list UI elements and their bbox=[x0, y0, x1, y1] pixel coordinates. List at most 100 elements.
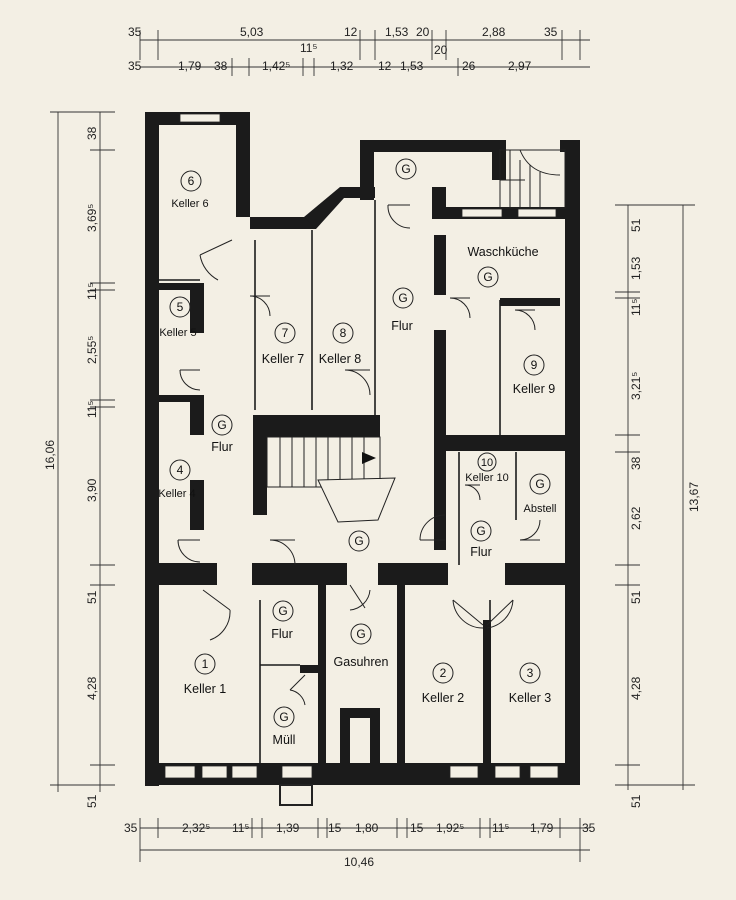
room-label: Keller 7 bbox=[262, 352, 304, 366]
dim-top1-3: 1,53 bbox=[385, 25, 409, 39]
room-stair-hall: G bbox=[348, 530, 370, 552]
room-keller-7: 7 Keller 7 bbox=[262, 322, 304, 366]
room-keller-1: 1 Keller 1 bbox=[184, 653, 226, 696]
dim-bottom-6: 15 bbox=[410, 821, 424, 835]
dim-bottom-total: 10,46 bbox=[344, 855, 374, 869]
marker-g: G bbox=[535, 477, 544, 491]
dim-left-2: 11⁵ bbox=[85, 283, 99, 300]
dim-bottom-5: 1,80 bbox=[355, 821, 379, 835]
room-keller-6: 6 Keller 6 bbox=[171, 170, 209, 210]
dim-top1-0: 35 bbox=[128, 25, 142, 39]
room-number: 3 bbox=[527, 666, 534, 680]
marker-g: G bbox=[401, 162, 410, 176]
dim-left-0: 38 bbox=[85, 126, 99, 140]
dim-top1-6: 35 bbox=[544, 25, 558, 39]
dim-left-3: 2,55⁵ bbox=[85, 336, 99, 364]
room-keller-5: 5 Keller 5 bbox=[159, 296, 197, 339]
dim-right-total: 13,67 bbox=[687, 482, 701, 512]
room-number: 4 bbox=[177, 463, 184, 477]
room-label: Keller 2 bbox=[422, 691, 464, 705]
room-number: 9 bbox=[531, 358, 538, 372]
room-number: 8 bbox=[340, 326, 347, 340]
room-waschkueche: Waschküche G bbox=[467, 245, 539, 288]
dim-right-5: 2,62 bbox=[629, 506, 643, 530]
dim-top1-4: 20 bbox=[416, 25, 430, 39]
dim-top2-7: 1,53 bbox=[400, 59, 424, 73]
room-number: 1 bbox=[202, 657, 209, 671]
room-keller-4: 4 Keller 4 bbox=[158, 459, 196, 500]
dim-top2-3: 1,42⁵ bbox=[262, 59, 290, 73]
room-flur-left: G Flur bbox=[211, 414, 233, 454]
dim-bottom-1: 2,32⁵ bbox=[182, 821, 210, 835]
marker-g: G bbox=[278, 604, 287, 618]
dim-top1-2: 12 bbox=[344, 25, 358, 39]
dim-right-3: 3,21⁵ bbox=[629, 372, 643, 400]
dim-right-8: 51 bbox=[629, 794, 643, 808]
dim-left-6: 51 bbox=[85, 590, 99, 604]
room-keller-3: 3 Keller 3 bbox=[509, 662, 551, 705]
room-keller-2: 2 Keller 2 bbox=[422, 662, 464, 705]
dimension-lines bbox=[50, 30, 695, 862]
room-label: Keller 3 bbox=[509, 691, 551, 705]
room-flur-upper: G Flur bbox=[391, 287, 414, 333]
dim-bottom-8: 11⁵ bbox=[492, 821, 509, 835]
room-keller-8: 8 Keller 8 bbox=[319, 322, 361, 366]
room-label: Müll bbox=[273, 733, 296, 747]
room-number: 2 bbox=[440, 666, 447, 680]
room-label: Keller 8 bbox=[319, 352, 361, 366]
dim-left-8: 51 bbox=[85, 794, 99, 808]
room-abstell: G Abstell bbox=[523, 473, 557, 515]
dim-top2-0: 35 bbox=[128, 59, 142, 73]
staircase-top bbox=[499, 149, 566, 209]
room-number: 6 bbox=[188, 174, 195, 188]
room-flur-right: G Flur bbox=[470, 520, 492, 559]
room-label: Keller 9 bbox=[513, 382, 555, 396]
dim-left-total: 16,06 bbox=[43, 440, 57, 470]
room-label: Abstell bbox=[523, 503, 556, 515]
dim-right-0: 1,53 bbox=[629, 256, 643, 280]
room-label: Keller 10 bbox=[465, 472, 508, 484]
room-label: Flur bbox=[391, 319, 413, 333]
dim-top2-9: 26 bbox=[462, 59, 476, 73]
dim-top2-2: 38 bbox=[214, 59, 228, 73]
windows bbox=[164, 113, 559, 806]
marker-g: G bbox=[217, 418, 226, 432]
room-number: 7 bbox=[282, 326, 289, 340]
room-label: Keller 4 bbox=[158, 488, 195, 500]
dim-right-6: 51 bbox=[629, 590, 643, 604]
dim-top2-6: 12 bbox=[378, 59, 392, 73]
dim-top2-8: 20 bbox=[434, 43, 448, 57]
dim-top1-1: 5,03 bbox=[240, 25, 264, 39]
room-label: Waschküche bbox=[467, 245, 538, 259]
dim-right-7: 4,28 bbox=[629, 676, 643, 700]
dim-bottom-7: 1,92⁵ bbox=[436, 821, 464, 835]
dim-top2-5: 1,32 bbox=[330, 59, 354, 73]
room-flur-lower: G Flur bbox=[271, 600, 294, 641]
dim-right-4: 38 bbox=[629, 456, 643, 470]
room-gasuhren: G Gasuhren bbox=[334, 623, 389, 669]
marker-g: G bbox=[356, 627, 365, 641]
room-label: Gasuhren bbox=[334, 655, 389, 669]
room-label: Flur bbox=[271, 627, 293, 641]
dim-top1-5: 2,88 bbox=[482, 25, 506, 39]
room-muell: G Müll bbox=[273, 706, 296, 747]
room-number: 5 bbox=[177, 300, 184, 314]
dim-top2-1: 1,79 bbox=[178, 59, 202, 73]
dim-left-4: 11⁵ bbox=[85, 401, 99, 418]
marker-g: G bbox=[354, 534, 363, 548]
marker-g: G bbox=[483, 270, 492, 284]
dim-bottom-4: 15 bbox=[328, 821, 342, 835]
interior-walls bbox=[159, 200, 517, 763]
room-label: Flur bbox=[470, 545, 492, 559]
staircase-main bbox=[266, 436, 396, 523]
dim-left-7: 4,28 bbox=[85, 676, 99, 700]
marker-g: G bbox=[398, 291, 407, 305]
dim-bottom-0: 35 bbox=[124, 821, 138, 835]
dim-top2-10: 2,97 bbox=[508, 59, 532, 73]
room-label: Keller 6 bbox=[171, 198, 208, 210]
room-keller-9: 9 Keller 9 bbox=[513, 354, 555, 396]
dim-bottom-2: 11⁵ bbox=[232, 821, 249, 835]
dimension-labels: 35 5,03 12 1,53 20 2,88 35 35 1,79 38 1,… bbox=[43, 25, 701, 869]
dim-bottom-3: 1,39 bbox=[276, 821, 300, 835]
